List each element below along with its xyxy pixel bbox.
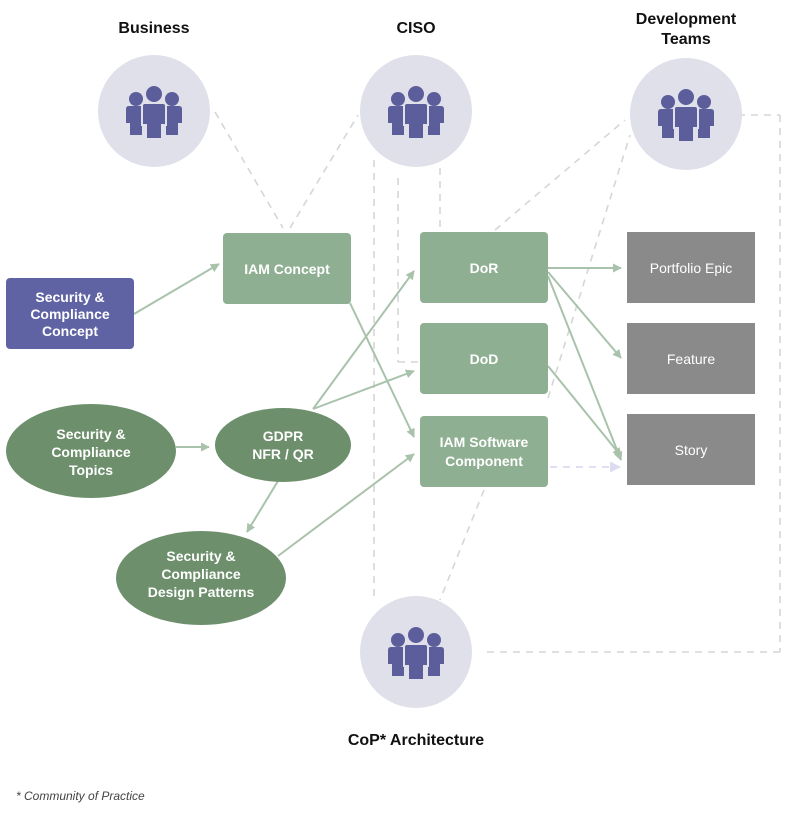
node-dod: DoD bbox=[420, 323, 548, 394]
node-label-line: Topics bbox=[69, 462, 113, 478]
node-iam-concept: IAM Concept bbox=[223, 233, 351, 304]
flow-arrows bbox=[133, 263, 623, 557]
node-label-line: Security & bbox=[35, 289, 104, 305]
people-group-icon bbox=[387, 84, 445, 140]
node-label-line: Concept bbox=[42, 323, 98, 339]
node-label-line: Security & bbox=[166, 548, 235, 564]
node-story: Story bbox=[627, 414, 755, 485]
node-label: Portfolio Epic bbox=[650, 260, 732, 276]
node-label: DoD bbox=[470, 351, 499, 367]
node-portfolio-epic: Portfolio Epic bbox=[627, 232, 755, 303]
role-business bbox=[98, 55, 210, 167]
node-label-line: IAM Software bbox=[440, 434, 529, 450]
node-feature: Feature bbox=[627, 323, 755, 394]
people-group-icon bbox=[387, 625, 445, 681]
node-label: Story bbox=[675, 442, 708, 458]
dashed-connectors bbox=[214, 111, 781, 653]
node-label-line: Component bbox=[445, 453, 523, 469]
role-ciso bbox=[360, 55, 472, 167]
people-group-icon bbox=[657, 87, 715, 143]
role-label-business: Business bbox=[118, 20, 189, 37]
node-security-compliance-concept: Security & Compliance Concept bbox=[6, 278, 134, 349]
node-security-compliance-topics: Security & Compliance Topics bbox=[6, 404, 176, 498]
node-label-line: Compliance bbox=[30, 306, 110, 322]
role-dev-teams bbox=[630, 58, 742, 170]
node-label-line: NFR / QR bbox=[252, 446, 313, 462]
node-label: IAM Concept bbox=[244, 261, 330, 277]
node-label-line: Security & bbox=[56, 426, 125, 442]
node-label: Feature bbox=[667, 351, 715, 367]
node-label: DoR bbox=[470, 260, 499, 276]
footnote: * Community of Practice bbox=[16, 789, 145, 803]
node-iam-software-component: IAM Software Component bbox=[420, 416, 548, 487]
node-dor: DoR bbox=[420, 232, 548, 303]
node-label-line: Design Patterns bbox=[148, 584, 255, 600]
node-label-line: Compliance bbox=[51, 444, 131, 460]
node-label-line: GDPR bbox=[263, 428, 303, 444]
node-gdpr-nfr-qr: GDPR NFR / QR bbox=[215, 408, 351, 482]
role-label-dev-teams-line2: Teams bbox=[661, 31, 711, 48]
people-group-icon bbox=[125, 84, 183, 140]
role-cop bbox=[360, 596, 472, 708]
role-label-dev-teams-line1: Development bbox=[636, 11, 737, 28]
role-label-ciso: CISO bbox=[396, 20, 435, 37]
node-label-line: Compliance bbox=[161, 566, 241, 582]
node-security-compliance-design-patterns: Security & Compliance Design Patterns bbox=[116, 531, 286, 625]
role-label-cop: CoP* Architecture bbox=[348, 732, 484, 749]
